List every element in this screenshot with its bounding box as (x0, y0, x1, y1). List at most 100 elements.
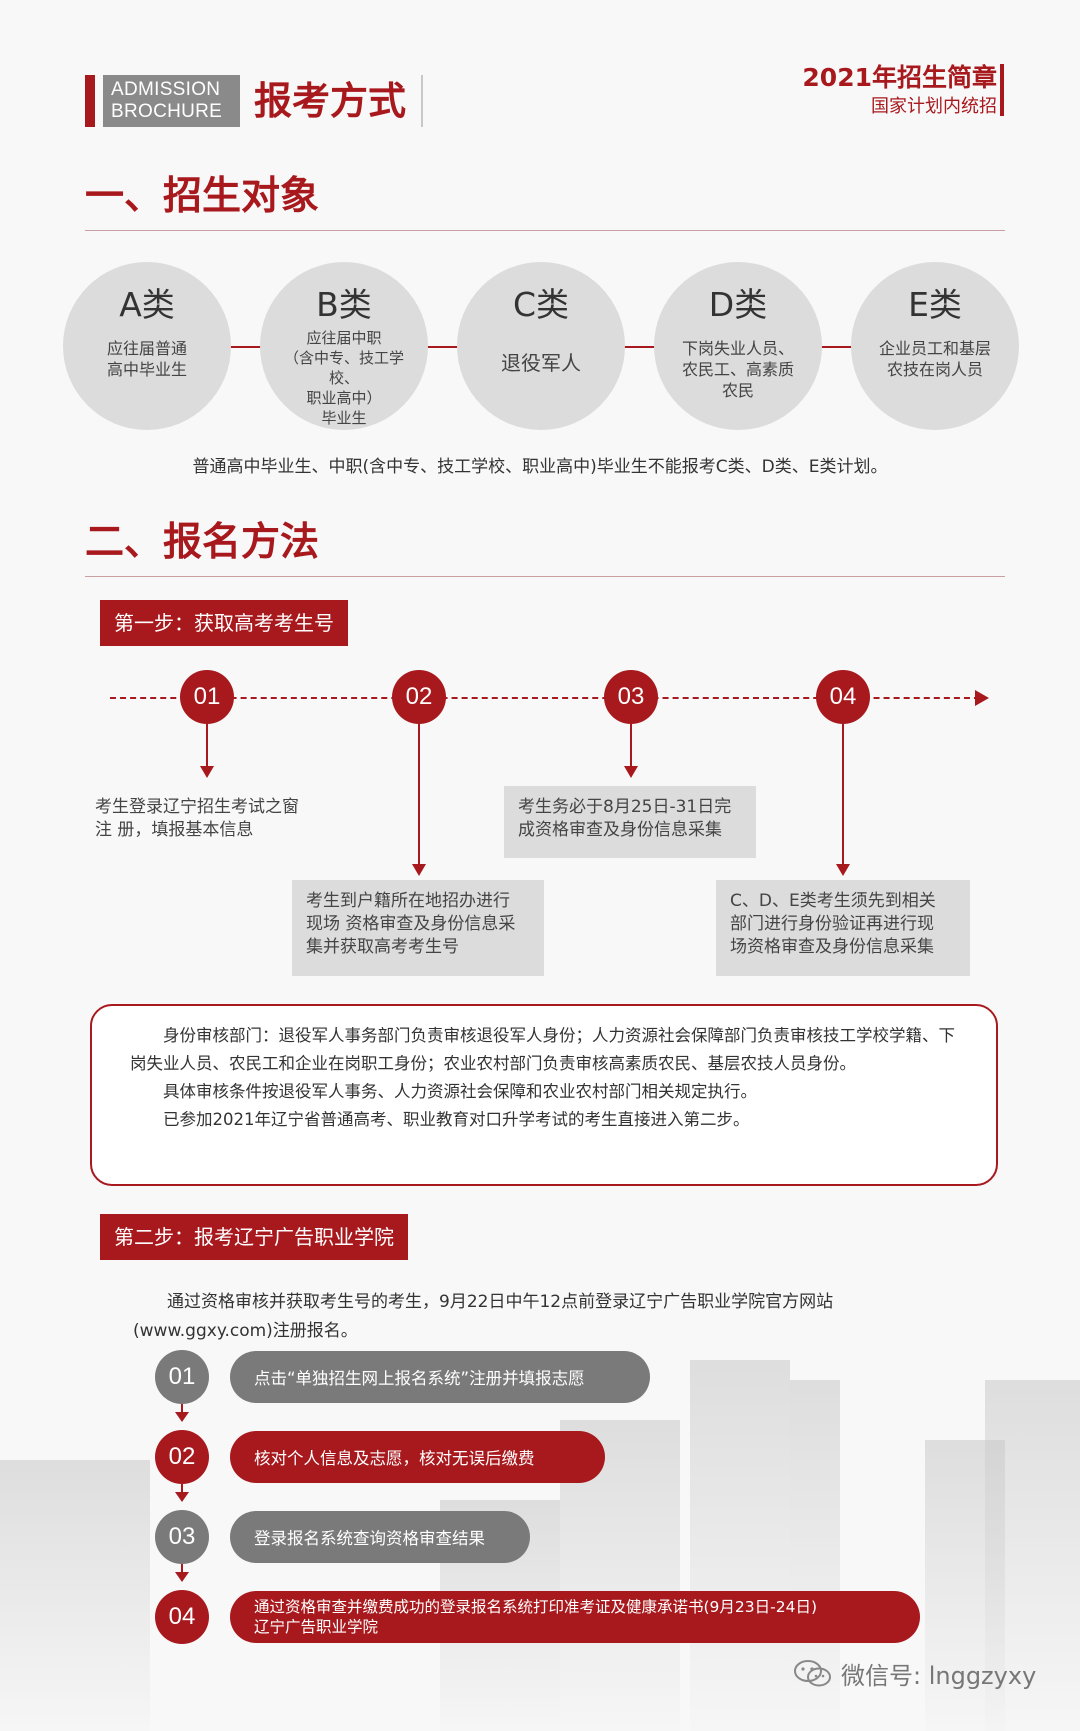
text-line: 场资格审查及身份信息采集 (730, 937, 934, 957)
header-right-bar (1000, 64, 1004, 116)
section-divider (85, 576, 1005, 577)
category-desc: 应往届普通 高中毕业生 (73, 338, 221, 380)
arrow-down-icon (624, 766, 638, 778)
step2-connector (181, 1564, 183, 1574)
desc-line: 毕业生 (321, 409, 367, 427)
desc-line: 农民 (721, 381, 754, 400)
header-divider (421, 75, 423, 127)
wechat-icon (794, 1659, 831, 1686)
step2-item-01: 点击“单独招生网上报名系统”注册并填报志愿 (230, 1351, 650, 1403)
category-name: D类 (708, 285, 768, 324)
timeline-node-03: 03 (604, 670, 658, 724)
bg-building (790, 1380, 840, 1731)
timeline-step-02-box: 考生到户籍所在地招办进行 现场 资格审查及身份信息采 集并获取高考考生号 (292, 880, 544, 976)
category-b-circle: B类 应往届中职 （含中专、技工学校、 职业高中） 毕业生 (260, 262, 428, 430)
arrow-down-icon (175, 1412, 189, 1422)
timeline-node-01: 01 (180, 670, 234, 724)
admission-badge: ADMISSION BROCHURE (103, 75, 240, 127)
wechat-id-label: 微信号: lnggzyxy (841, 1662, 1037, 1690)
category-d-circle: D类 下岗失业人员、 农民工、高素质 农民 (654, 262, 822, 430)
section-title-targets: 一、招生对象 (85, 174, 320, 219)
timeline-connector (206, 724, 208, 766)
bg-building (985, 1380, 1080, 1731)
timeline-connector (842, 724, 844, 864)
timeline-connector (418, 724, 420, 864)
text-line: 考生登录辽宁招生考试之窗 (95, 797, 299, 817)
category-a-circle: A类 应往届普通 高中毕业生 (63, 262, 231, 430)
step2-item-02: 核对个人信息及志愿，核对无误后缴费 (230, 1431, 605, 1483)
text-line: 注 册，填报基本信息 (95, 820, 254, 840)
brochure-title-block: 2021年招生简章 国家计划内统招 (802, 62, 997, 120)
desc-line: （含中专、技工学校、 (283, 349, 404, 387)
timeline-step-04-box: C、D、E类考生须先到相关 部门进行身份验证再进行现 场资格审查及身份信息采集 (716, 880, 970, 976)
timeline-step-03-box: 考生务必于8月25日-31日完 成资格审查及身份信息采集 (504, 786, 756, 858)
page-title: 报考方式 (254, 79, 407, 123)
step2-node-04: 04 (155, 1590, 209, 1644)
category-note: 普通高中毕业生、中职(含中专、技工学校、职业高中)毕业生不能报考C类、D类、E类… (192, 457, 888, 477)
category-name: E类 (908, 285, 962, 324)
badge-line-1: ADMISSION (111, 79, 221, 100)
brochure-title: 2021年招生简章 (802, 63, 997, 92)
category-desc: 企业员工和基层 农技在岗人员 (861, 338, 1009, 380)
timeline-connector (630, 724, 632, 766)
text-line: 考生务必于8月25日-31日完 (518, 797, 732, 817)
timeline-node-02: 02 (392, 670, 446, 724)
category-name: C类 (512, 285, 570, 324)
text-line: 部门进行身份验证再进行现 (730, 914, 934, 934)
text-line: 成资格审查及身份信息采集 (518, 820, 722, 840)
arrow-down-icon (200, 766, 214, 778)
step2-item-03: 登录报名系统查询资格审查结果 (230, 1511, 530, 1563)
step2-node-02: 02 (155, 1430, 209, 1484)
step2-node-01: 01 (155, 1350, 209, 1404)
wechat-watermark: 微信号: lnggzyxy (793, 1656, 1036, 1691)
step2-item-04: 通过资格审查并缴费成功的登录报名系统打印准考证及健康承诺书(9月23日-24日)… (230, 1591, 920, 1643)
arrow-down-icon (175, 1492, 189, 1502)
desc-line: 企业员工和基层 (878, 339, 991, 358)
bg-building (0, 1460, 150, 1731)
step2-connector (181, 1484, 183, 1494)
arrow-down-icon (836, 864, 850, 876)
text-line: 考生到户籍所在地招办进行 (306, 891, 510, 911)
section-divider (85, 230, 1005, 231)
badge-line-2: BROCHURE (111, 101, 223, 122)
text-line: 集并获取高考考生号 (306, 937, 459, 957)
desc-line: 应往届中职 (306, 329, 382, 347)
category-name: A类 (119, 285, 175, 324)
timeline-dashed-line (110, 697, 980, 699)
info-paragraph: 身份审核部门：退役军人事务部门负责审核退役军人身份；人力资源社会保障部门负责审核… (130, 1026, 955, 1073)
desc-line: 退役军人 (501, 351, 581, 375)
desc-line: 农民工、高素质 (681, 360, 794, 379)
category-name: B类 (316, 285, 372, 324)
desc-line: 农技在岗人员 (886, 360, 983, 379)
step2-node-03: 03 (155, 1510, 209, 1564)
timeline-arrow-icon (975, 690, 989, 706)
text-line: C、D、E类考生须先到相关 (730, 891, 936, 911)
arrow-down-icon (175, 1572, 189, 1582)
category-desc: 退役军人 (467, 350, 615, 376)
desc-line: 下岗失业人员、 (681, 339, 794, 358)
info-paragraph: 具体审核条件按退役军人事务、人力资源社会保障和农业农村部门相关规定执行。 (163, 1082, 757, 1101)
text-line: 辽宁广告职业学院 (254, 1618, 379, 1636)
verification-info-box: 身份审核部门：退役军人事务部门负责审核退役军人身份；人力资源社会保障部门负责审核… (90, 1004, 998, 1186)
timeline-node-04: 04 (816, 670, 870, 724)
brochure-subtitle: 国家计划内统招 (871, 96, 997, 117)
section-title-method: 二、报名方法 (85, 520, 320, 565)
category-desc: 应往届中职 （含中专、技工学校、 职业高中） 毕业生 (270, 328, 418, 428)
bg-building (690, 1360, 790, 1731)
desc-line: 高中毕业生 (106, 360, 187, 379)
text-line: 现场 资格审查及身份信息采 (306, 914, 516, 934)
desc-line: 应往届普通 (106, 339, 187, 358)
text-line: 通过资格审查并缴费成功的登录报名系统打印准考证及健康承诺书(9月23日-24日) (254, 1598, 817, 1616)
arrow-down-icon (412, 864, 426, 876)
step2-label: 第二步：报考辽宁广告职业学院 (100, 1214, 408, 1260)
timeline-step-01-text: 考生登录辽宁招生考试之窗 注 册，填报基本信息 (95, 796, 299, 842)
header-accent-bar (85, 75, 95, 127)
category-e-circle: E类 企业员工和基层 农技在岗人员 (851, 262, 1019, 430)
step2-connector (181, 1404, 183, 1414)
desc-line: 职业高中） (306, 389, 382, 407)
step1-label: 第一步：获取高考考生号 (100, 600, 348, 646)
category-c-circle: C类 退役军人 (457, 262, 625, 430)
step2-description: 通过资格审核并获取考生号的考生，9月22日中午12点前登录辽宁广告职业学院官方网… (133, 1292, 834, 1341)
category-desc: 下岗失业人员、 农民工、高素质 农民 (664, 338, 812, 401)
info-paragraph: 已参加2021年辽宁省普通高考、职业教育对口升学考试的考生直接进入第二步。 (163, 1110, 750, 1129)
